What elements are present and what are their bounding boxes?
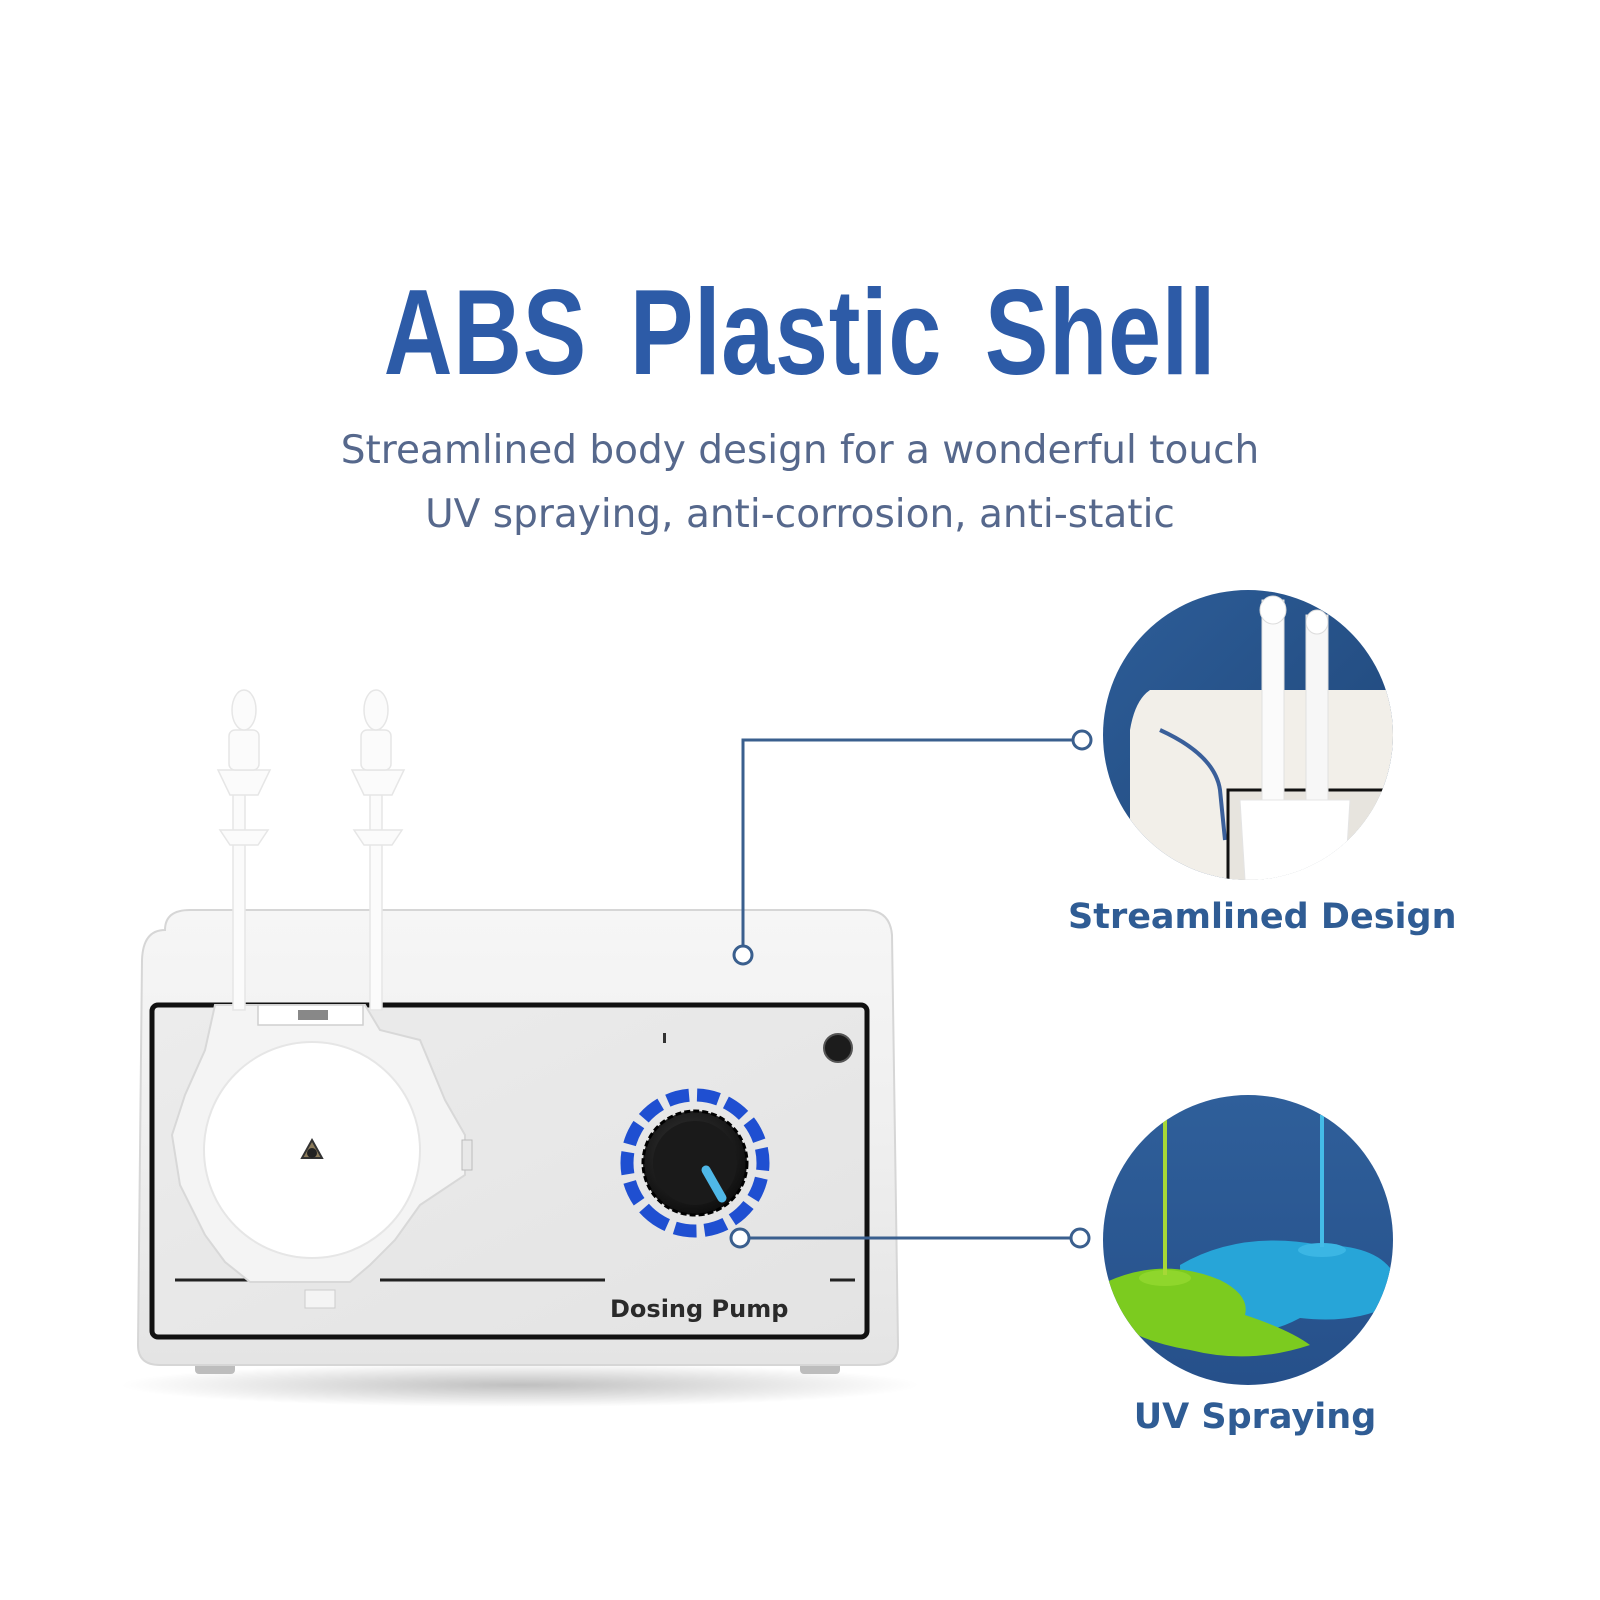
callout-label-uv-spraying: UV Spraying bbox=[1133, 1397, 1377, 1437]
page-title: ABS Plastic Shell bbox=[383, 264, 1217, 400]
tube-connector-left bbox=[216, 689, 272, 1011]
panel-mark bbox=[663, 1033, 666, 1043]
power-indicator-icon[interactable] bbox=[823, 1033, 853, 1063]
callout-dot-body bbox=[732, 944, 754, 966]
callout-label-streamlined-design: Streamlined Design bbox=[1068, 897, 1457, 937]
speed-dial-ring bbox=[620, 1088, 770, 1238]
callout-dot-knob bbox=[729, 1227, 751, 1249]
dosing-pump-label: Dosing Pump bbox=[610, 1295, 789, 1323]
subtitle-line-1: Streamlined body design for a wonderful … bbox=[340, 428, 1260, 473]
callout-line-top bbox=[741, 738, 1073, 955]
pump-head bbox=[170, 1004, 473, 1309]
pump-shadow bbox=[120, 1363, 920, 1407]
speed-knob[interactable] bbox=[641, 1109, 749, 1217]
callout-dot-top bbox=[1071, 729, 1093, 751]
subtitle-line-2: UV spraying, anti-corrosion, anti-static bbox=[425, 492, 1175, 537]
uv-spraying-closeup bbox=[1103, 1095, 1393, 1385]
tube-connector-right bbox=[350, 689, 406, 1011]
streamlined-design-closeup bbox=[1103, 590, 1393, 880]
callout-dot-bottom bbox=[1069, 1227, 1091, 1249]
